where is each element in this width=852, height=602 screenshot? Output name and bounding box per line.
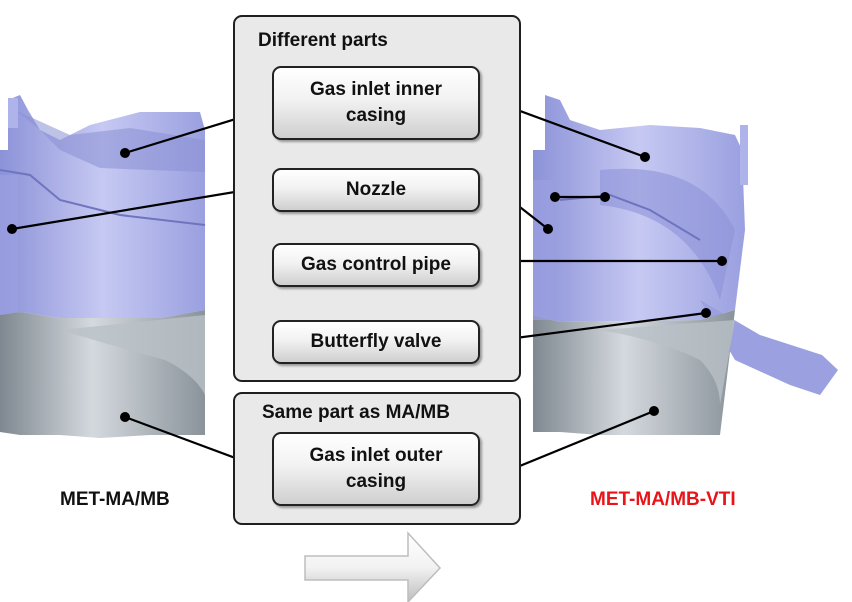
- left-model-caption: MET-MA/MB: [60, 489, 170, 510]
- gas-inlet-inner-casing-label: Gas inlet inner casing: [272, 66, 480, 140]
- nozzle-label: Nozzle: [272, 168, 480, 212]
- met-ma-mb-vti-illustration: [533, 95, 838, 435]
- connector-nozzle-left: [11, 185, 266, 231]
- different-parts-title: Different parts: [258, 30, 388, 51]
- right-arrow-icon: [304, 531, 442, 602]
- same-part-title: Same part as MA/MB: [262, 402, 450, 423]
- butterfly-valve-label: Butterfly valve: [272, 320, 480, 364]
- connector-butterfly-valve: [492, 311, 707, 343]
- met-ma-mb-illustration: [0, 95, 206, 438]
- gas-inlet-outer-casing-label: Gas inlet outer casing: [272, 432, 480, 506]
- right-model-caption: MET-MA/MB-VTI: [590, 489, 736, 510]
- gas-control-pipe-label: Gas control pipe: [272, 243, 480, 287]
